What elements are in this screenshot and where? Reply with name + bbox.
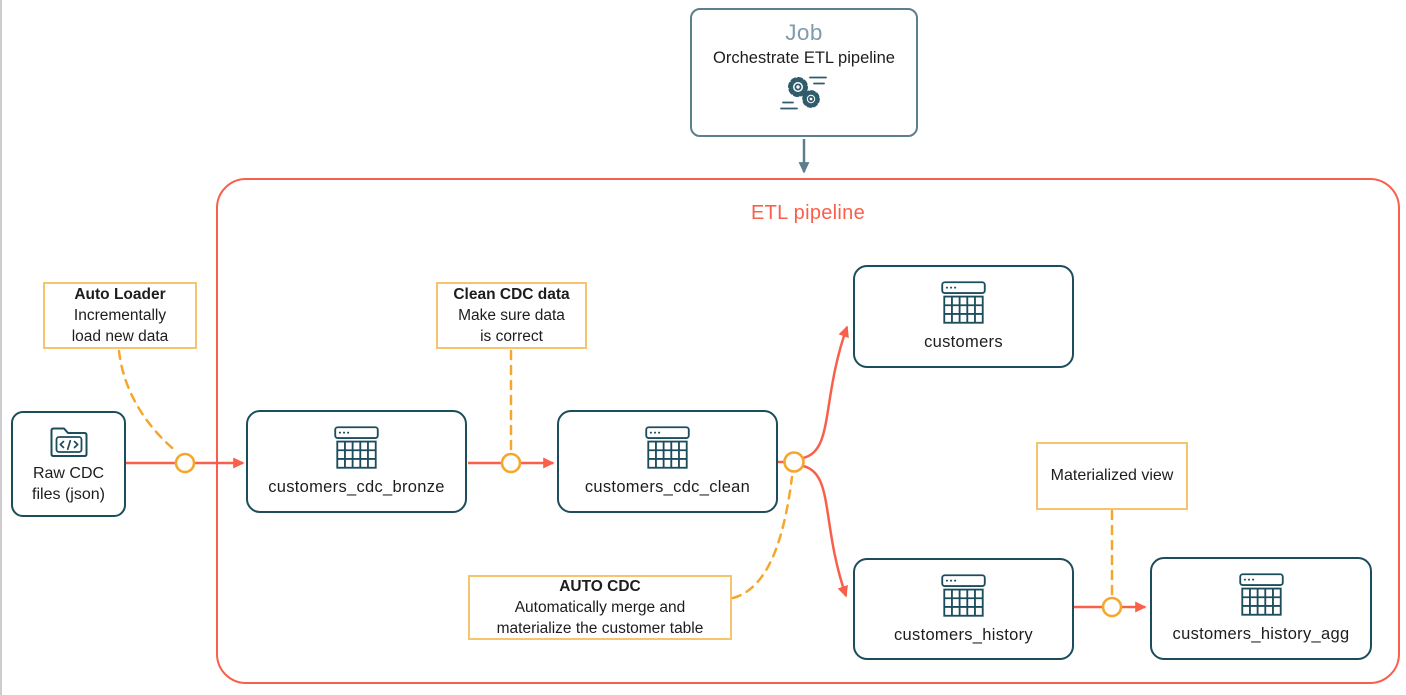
- annotation-line: Materialized view: [1050, 467, 1174, 485]
- table-icon: [941, 573, 986, 617]
- job-subtitle: Orchestrate ETL pipeline: [713, 49, 895, 67]
- node-raw-cdc-files: Raw CDC files (json): [11, 411, 126, 517]
- job-box: Job Orchestrate ETL pipeline: [690, 8, 918, 137]
- annotation-auto-cdc: AUTO CDC Automatically merge and materia…: [468, 575, 732, 640]
- node-customers-history-agg: customers_history_agg: [1150, 557, 1372, 660]
- node-label: customers_cdc_bronze: [268, 478, 445, 496]
- source-label-line2: files (json): [32, 486, 105, 503]
- annotation-line: Automatically merge and: [514, 598, 686, 616]
- gears-icon: [780, 76, 827, 110]
- annotation-line: materialize the customer table: [496, 620, 704, 638]
- annotation-line: Make sure data: [458, 306, 565, 324]
- annotation-materialized-view: Materialized view: [1036, 442, 1188, 510]
- etl-pipeline-container: ETL pipeline: [216, 178, 1400, 684]
- annotation-clean-cdc-data: Clean CDC data Make sure data is correct: [436, 282, 587, 349]
- node-customers: customers: [853, 265, 1074, 368]
- table-icon: [941, 281, 986, 324]
- node-label: customers_history: [894, 625, 1033, 644]
- annotation-title: Auto Loader: [74, 285, 166, 303]
- source-label-line1: Raw CDC: [32, 465, 105, 483]
- node-label: customers_history_agg: [1172, 625, 1350, 643]
- annotation-line: Incrementally: [73, 306, 167, 324]
- node-label: customers_cdc_clean: [584, 478, 751, 496]
- node-label: customers: [924, 333, 1003, 351]
- table-icon: [1238, 573, 1284, 616]
- node-customers-history: customers_history: [853, 558, 1074, 660]
- table-icon: [334, 426, 379, 469]
- etl-pipeline-title: ETL pipeline: [750, 202, 866, 224]
- job-title: Job: [785, 20, 823, 45]
- annotation-title: AUTO CDC: [559, 577, 641, 595]
- annotation-line: is correct: [480, 328, 543, 346]
- annotation-line: load new data: [71, 328, 169, 346]
- table-icon: [645, 426, 690, 469]
- page-left-border: [0, 0, 2, 695]
- node-customers-cdc-bronze: customers_cdc_bronze: [246, 410, 467, 513]
- annotation-auto-loader: Auto Loader Incrementally load new data: [43, 282, 197, 349]
- dashed-link-auto-loader: [117, 349, 179, 454]
- source-label: Raw CDC files (json): [32, 464, 105, 506]
- code-folder-icon: [50, 427, 87, 458]
- node-customers-cdc-clean: customers_cdc_clean: [557, 410, 778, 513]
- step-node-auto-loader: [174, 452, 196, 474]
- annotation-title: Clean CDC data: [453, 285, 570, 303]
